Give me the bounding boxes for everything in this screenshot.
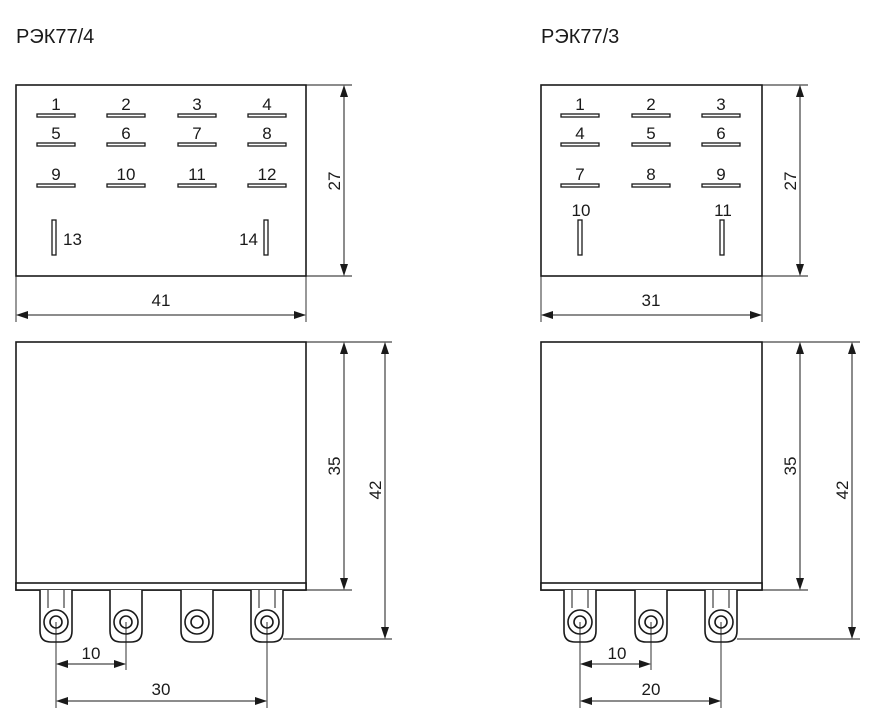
pin-label-10: 10 (117, 165, 136, 184)
pin-label-3: 3 (716, 95, 725, 114)
title-rek77-4: РЭК77/4 (16, 26, 94, 48)
relay-rek77-3: РЭК77/3 1 2 3 4 5 6 7 8 9 1 (540, 26, 860, 708)
contact-blade (177, 142, 217, 147)
dim-height-total: 42 (366, 481, 385, 500)
pin-label-10: 10 (572, 201, 591, 220)
dim-width-top: 41 (152, 291, 171, 310)
pin-label-4: 4 (575, 124, 584, 143)
pin-label-9: 9 (716, 165, 725, 184)
contact-blade (177, 113, 217, 118)
contact-blade (36, 113, 76, 118)
contact-blade (36, 142, 76, 147)
contact-blade (36, 183, 76, 188)
dim-height-top: 27 (325, 172, 344, 191)
coil-blade (719, 219, 725, 256)
contact-blade (247, 183, 287, 188)
pin-label-5: 5 (51, 124, 60, 143)
contact-blade (631, 183, 671, 188)
contact-blade (631, 113, 671, 118)
pin-label-6: 6 (716, 124, 725, 143)
coil-blade (51, 219, 57, 256)
contact-blade (247, 113, 287, 118)
contact-blade (106, 113, 146, 118)
pin-label-13: 13 (63, 230, 82, 249)
dim-pitch: 10 (608, 644, 627, 663)
title-rek77-3: РЭК77/3 (541, 26, 619, 48)
dim-height-top: 27 (781, 172, 800, 191)
contact-blade (701, 183, 741, 188)
contact-blade (701, 113, 741, 118)
body-outline (15, 341, 307, 591)
pin-label-12: 12 (258, 165, 277, 184)
pin-label-8: 8 (262, 124, 271, 143)
contact-blade (560, 183, 600, 188)
contact-blade (701, 142, 741, 147)
dim-height-total: 42 (833, 481, 852, 500)
pin-label-11: 11 (188, 165, 206, 184)
contact-blade (560, 142, 600, 147)
dim-pitch: 10 (82, 644, 101, 663)
pin-label-8: 8 (646, 165, 655, 184)
pin-label-6: 6 (121, 124, 130, 143)
terminal (180, 590, 214, 643)
pin-label-14: 14 (239, 230, 258, 249)
pin-label-2: 2 (121, 95, 130, 114)
top-view-rek77-3: 1 2 3 4 5 6 7 8 9 10 11 (540, 84, 808, 322)
dim-span: 30 (152, 680, 171, 699)
contact-blade (106, 142, 146, 147)
relay-rek77-4: РЭК77/4 1 2 3 4 5 6 7 8 9 10 11 (15, 26, 392, 708)
pin-label-11: 11 (714, 201, 732, 220)
body-outline (540, 341, 763, 591)
pin-label-4: 4 (262, 95, 271, 114)
contact-blade (106, 183, 146, 188)
side-view-rek77-3: 35 42 10 20 (540, 341, 860, 708)
dim-width-top: 31 (642, 291, 661, 310)
coil-blade (263, 219, 269, 256)
pin-label-1: 1 (51, 95, 60, 114)
pin-label-1: 1 (575, 95, 584, 114)
top-view-rek77-4: 1 2 3 4 5 6 7 8 9 10 11 12 (15, 84, 352, 322)
pin-label-2: 2 (646, 95, 655, 114)
dim-height-body: 35 (781, 457, 800, 476)
base-plate (540, 582, 763, 591)
coil-blade (577, 219, 583, 256)
pin-label-7: 7 (192, 124, 201, 143)
side-view-rek77-4: 35 42 10 30 (15, 341, 392, 708)
pin-label-9: 9 (51, 165, 60, 184)
dim-height-body: 35 (325, 457, 344, 476)
contact-blade (247, 142, 287, 147)
base-plate (15, 582, 307, 591)
dim-span: 20 (642, 680, 661, 699)
contact-blade (177, 183, 217, 188)
pin-label-3: 3 (192, 95, 201, 114)
contact-blade (631, 142, 671, 147)
contact-blade (560, 113, 600, 118)
pin-label-5: 5 (646, 124, 655, 143)
pin-label-7: 7 (575, 165, 584, 184)
